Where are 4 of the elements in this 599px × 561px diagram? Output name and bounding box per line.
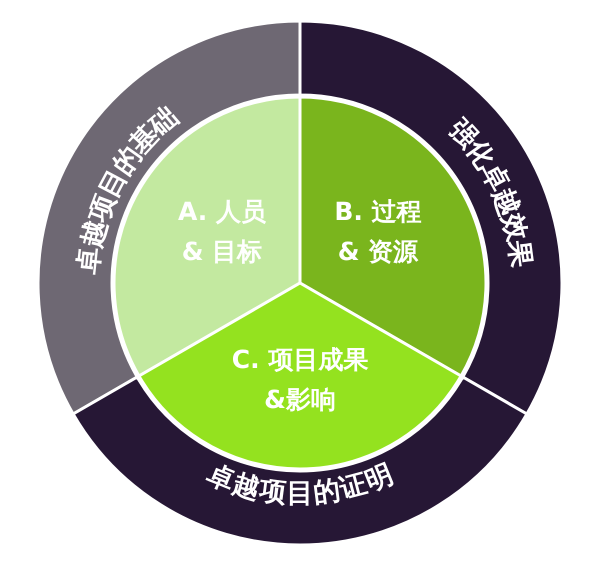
sector-label: B. 过程 & 资源 (333, 196, 423, 268)
ring-label: 卓越项目的证明 (202, 458, 398, 508)
sector-label: C. 项目成果 &影响 (230, 344, 370, 416)
ring-label: 强化卓越效果 (443, 112, 538, 270)
